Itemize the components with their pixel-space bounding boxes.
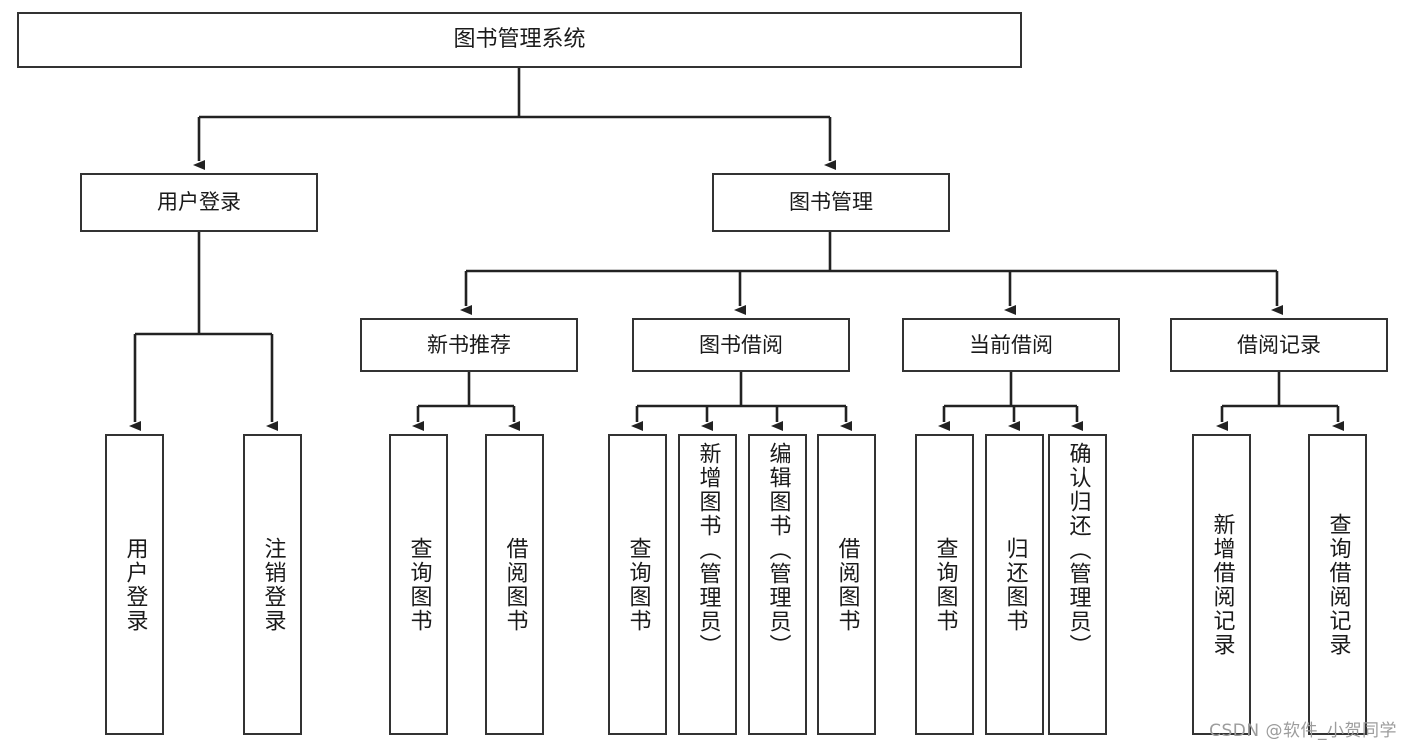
node-leaf-logout[interactable]: 注销登录	[243, 434, 302, 735]
node-label: 新增借阅记录	[1209, 512, 1235, 657]
node-leaf-query-book-recommend[interactable]: 查询图书	[389, 434, 448, 735]
node-leaf-edit-book-admin[interactable]: 编辑图书（管理员）	[748, 434, 807, 735]
node-current-borrow[interactable]: 当前借阅	[902, 318, 1120, 372]
node-user-login[interactable]: 用户登录	[80, 173, 318, 232]
node-label: 确认归还（管理员）	[1065, 442, 1091, 658]
node-root-book-management-system[interactable]: 图书管理系统	[17, 12, 1022, 68]
node-leaf-add-book-admin[interactable]: 新增图书（管理员）	[678, 434, 737, 735]
node-book-management[interactable]: 图书管理	[712, 173, 950, 232]
node-label: 图书管理	[789, 190, 873, 215]
node-leaf-query-book-current[interactable]: 查询图书	[915, 434, 974, 735]
node-leaf-borrow-book[interactable]: 借阅图书	[817, 434, 876, 735]
node-leaf-user-login[interactable]: 用户登录	[105, 434, 164, 735]
node-label: 查询图书	[932, 536, 958, 633]
node-label: 新增图书（管理员）	[695, 442, 721, 658]
node-label: 查询借阅记录	[1325, 512, 1351, 657]
node-leaf-query-book-borrow[interactable]: 查询图书	[608, 434, 667, 735]
node-leaf-borrow-book-recommend[interactable]: 借阅图书	[485, 434, 544, 735]
node-label: 当前借阅	[969, 332, 1053, 357]
node-label: 借阅记录	[1237, 332, 1321, 357]
node-label: 图书借阅	[699, 332, 783, 357]
node-label: 新书推荐	[427, 332, 511, 357]
node-leaf-confirm-return-admin[interactable]: 确认归还（管理员）	[1048, 434, 1107, 735]
node-label: 借阅图书	[502, 536, 528, 633]
node-label: 注销登录	[260, 536, 286, 633]
node-label: 用户登录	[157, 190, 241, 215]
node-book-borrow[interactable]: 图书借阅	[632, 318, 850, 372]
node-label: 借阅图书	[834, 536, 860, 633]
node-label: 用户登录	[122, 536, 148, 633]
node-borrow-record[interactable]: 借阅记录	[1170, 318, 1388, 372]
node-leaf-return-book[interactable]: 归还图书	[985, 434, 1044, 735]
node-label: 图书管理系统	[453, 27, 586, 53]
node-label: 编辑图书（管理员）	[765, 442, 791, 658]
node-label: 查询图书	[625, 536, 651, 633]
node-label: 查询图书	[406, 536, 432, 633]
node-leaf-add-borrow-record[interactable]: 新增借阅记录	[1192, 434, 1251, 735]
node-label: 归还图书	[1002, 536, 1028, 633]
node-leaf-query-borrow-record[interactable]: 查询借阅记录	[1308, 434, 1367, 735]
node-new-book-recommend[interactable]: 新书推荐	[360, 318, 578, 372]
